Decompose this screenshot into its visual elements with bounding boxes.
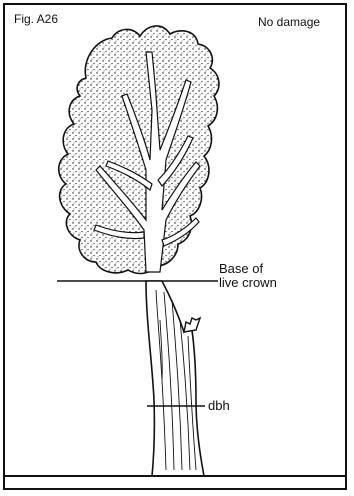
trunk-stub bbox=[184, 318, 200, 332]
crown-base-label-line2: live crown bbox=[219, 276, 277, 290]
figure-id: Fig. A26 bbox=[14, 13, 58, 26]
tree-trunk bbox=[146, 281, 204, 476]
damage-status: No damage bbox=[258, 16, 320, 29]
dbh-label: dbh bbox=[208, 399, 230, 413]
crown-base-label: Base of live crown bbox=[219, 262, 277, 291]
crown-base-label-line1: Base of bbox=[219, 262, 277, 276]
